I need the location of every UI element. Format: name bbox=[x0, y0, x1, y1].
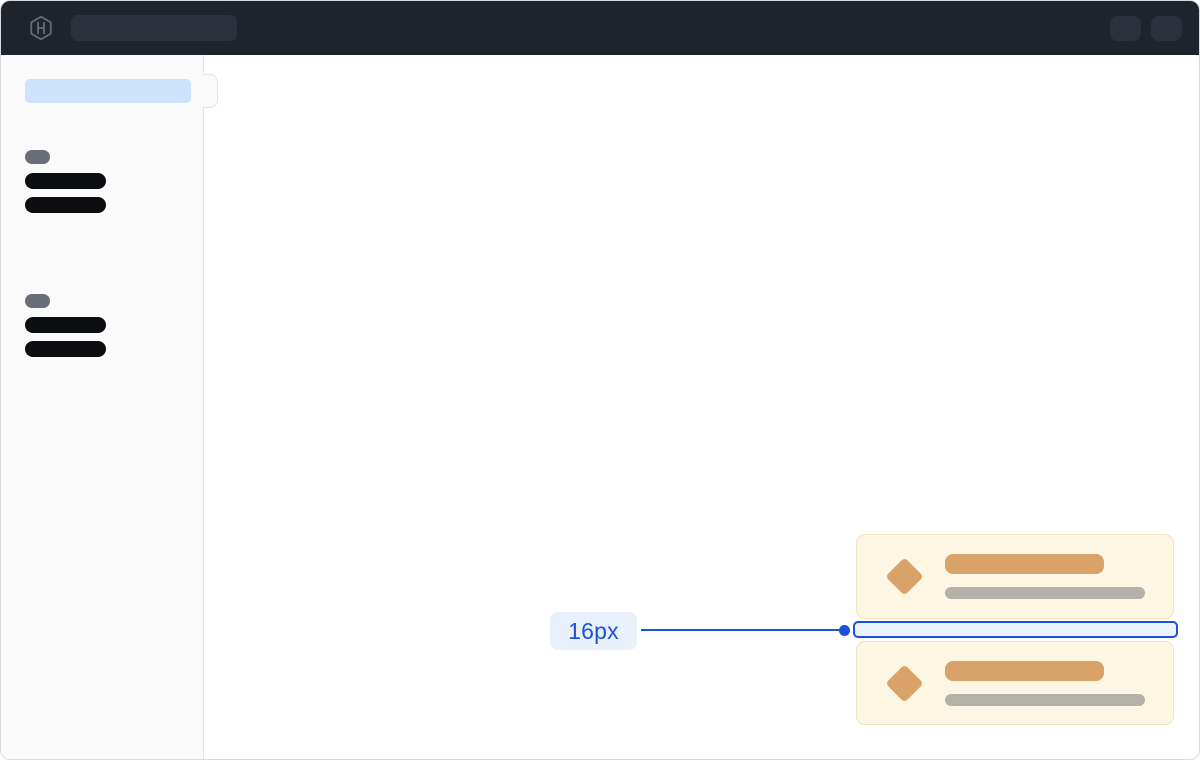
card-title-skeleton bbox=[945, 554, 1104, 574]
sidebar-item-skeleton[interactable] bbox=[25, 341, 106, 357]
annotation-dot bbox=[838, 624, 850, 636]
annotation-line bbox=[641, 628, 844, 631]
sidebar-item-skeleton[interactable] bbox=[25, 197, 106, 213]
spacing-gap-highlight bbox=[853, 621, 1178, 638]
card-subtitle-skeleton bbox=[945, 693, 1145, 706]
sidebar bbox=[1, 55, 218, 759]
sidebar-section-label-skeleton bbox=[25, 150, 50, 164]
card-stack bbox=[853, 534, 1178, 725]
card-title-skeleton bbox=[945, 660, 1104, 681]
sidebar-toggle[interactable] bbox=[203, 74, 218, 108]
sidebar-item-skeleton[interactable] bbox=[25, 173, 106, 189]
sidebar-section bbox=[25, 294, 106, 365]
sidebar-active-item-skeleton[interactable] bbox=[25, 79, 191, 103]
nav-action-skeleton[interactable] bbox=[1110, 15, 1141, 41]
card-lines bbox=[945, 660, 1145, 706]
sidebar-section bbox=[25, 150, 106, 221]
card bbox=[856, 534, 1174, 619]
nav-action-skeleton[interactable] bbox=[1151, 15, 1182, 41]
sidebar-item-skeleton[interactable] bbox=[25, 317, 106, 333]
card-lines bbox=[945, 554, 1145, 599]
hashicorp-logo-icon bbox=[28, 15, 54, 41]
spacing-label: 16px bbox=[550, 612, 637, 650]
card-subtitle-skeleton bbox=[945, 587, 1145, 599]
sidebar-section-label-skeleton bbox=[25, 294, 50, 308]
diamond-icon bbox=[884, 663, 924, 703]
top-nav bbox=[1, 1, 1199, 55]
card bbox=[856, 641, 1174, 725]
diamond-icon bbox=[884, 557, 924, 597]
search-input-skeleton[interactable] bbox=[71, 15, 237, 41]
